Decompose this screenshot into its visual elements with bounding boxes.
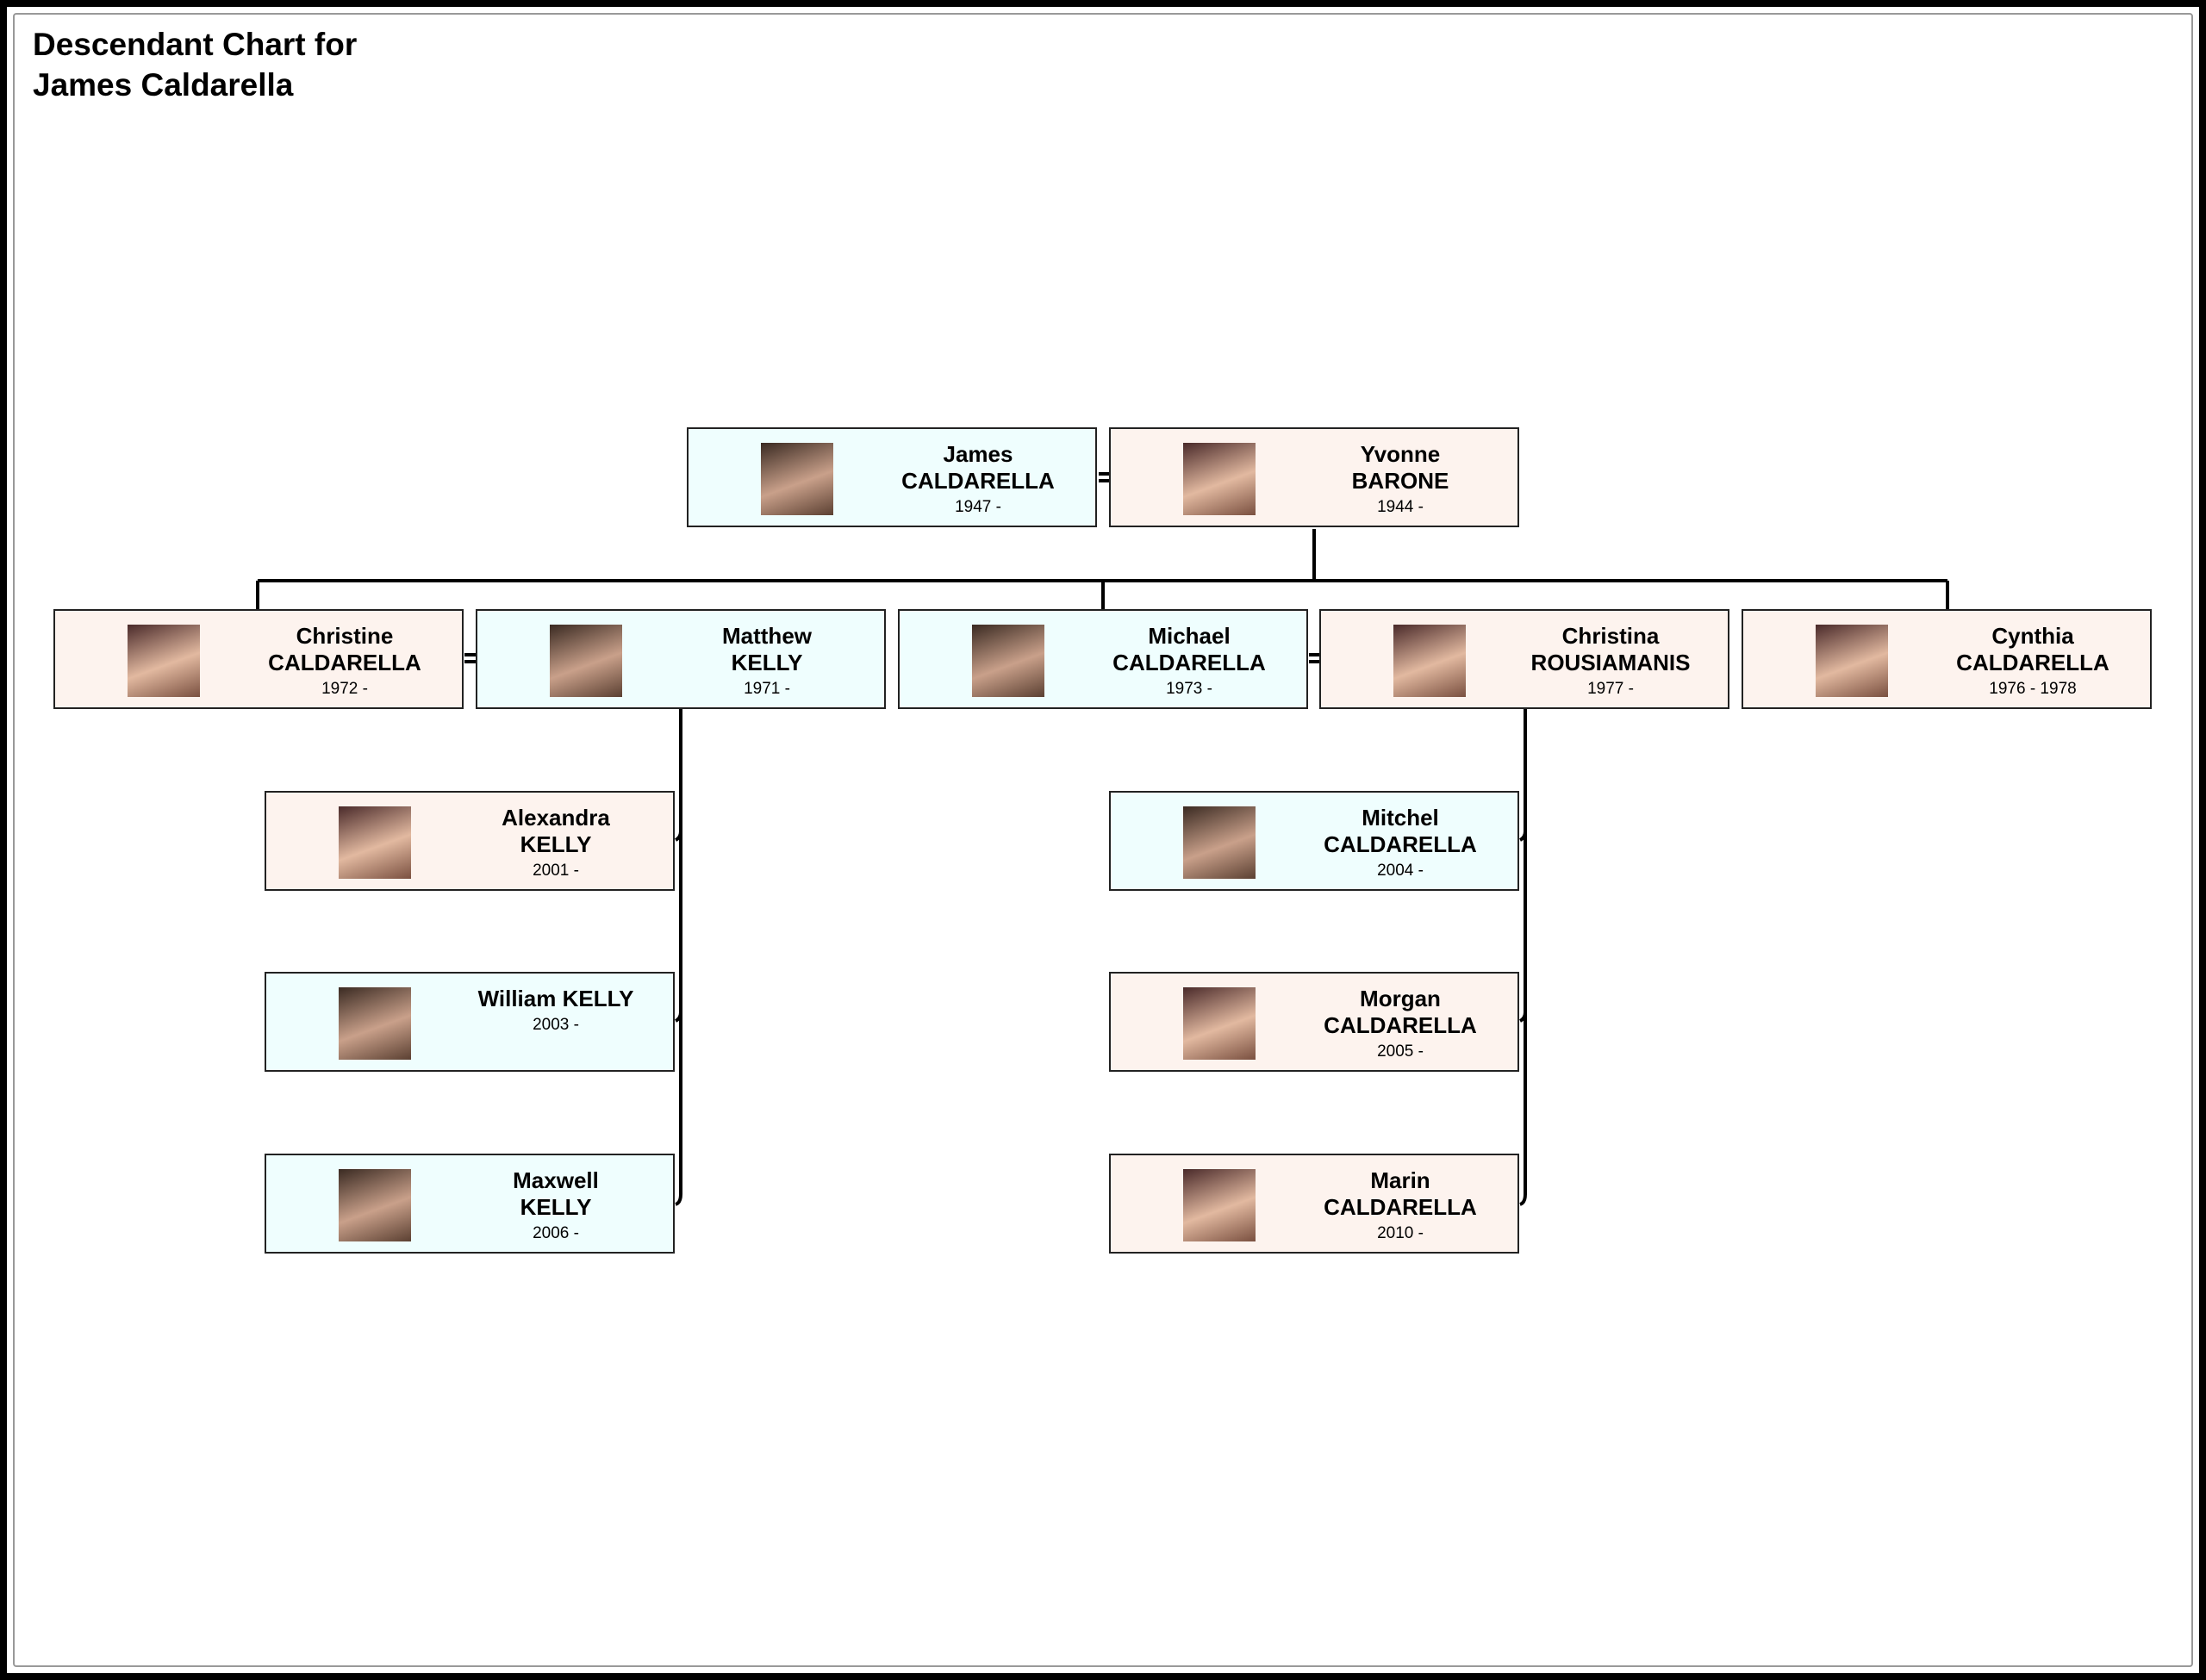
person-photo bbox=[1393, 625, 1466, 697]
person-photo bbox=[339, 806, 411, 879]
person-photo bbox=[972, 625, 1044, 697]
person-photo bbox=[1183, 443, 1256, 515]
person-photo bbox=[1183, 1169, 1256, 1241]
caldarella-children-line bbox=[1519, 709, 1527, 1206]
person-photo bbox=[1816, 625, 1888, 697]
kelly-children-line bbox=[675, 709, 682, 1206]
chart-title: Descendant Chart for James Caldarella bbox=[33, 27, 358, 103]
person-photo bbox=[128, 625, 200, 697]
person-photo bbox=[1183, 806, 1256, 879]
chart-inner-border bbox=[13, 13, 2193, 1667]
person-photo bbox=[1183, 987, 1256, 1060]
person-photo bbox=[339, 1169, 411, 1241]
person-photo bbox=[339, 987, 411, 1060]
person-photo bbox=[550, 625, 622, 697]
person-photo bbox=[761, 443, 833, 515]
